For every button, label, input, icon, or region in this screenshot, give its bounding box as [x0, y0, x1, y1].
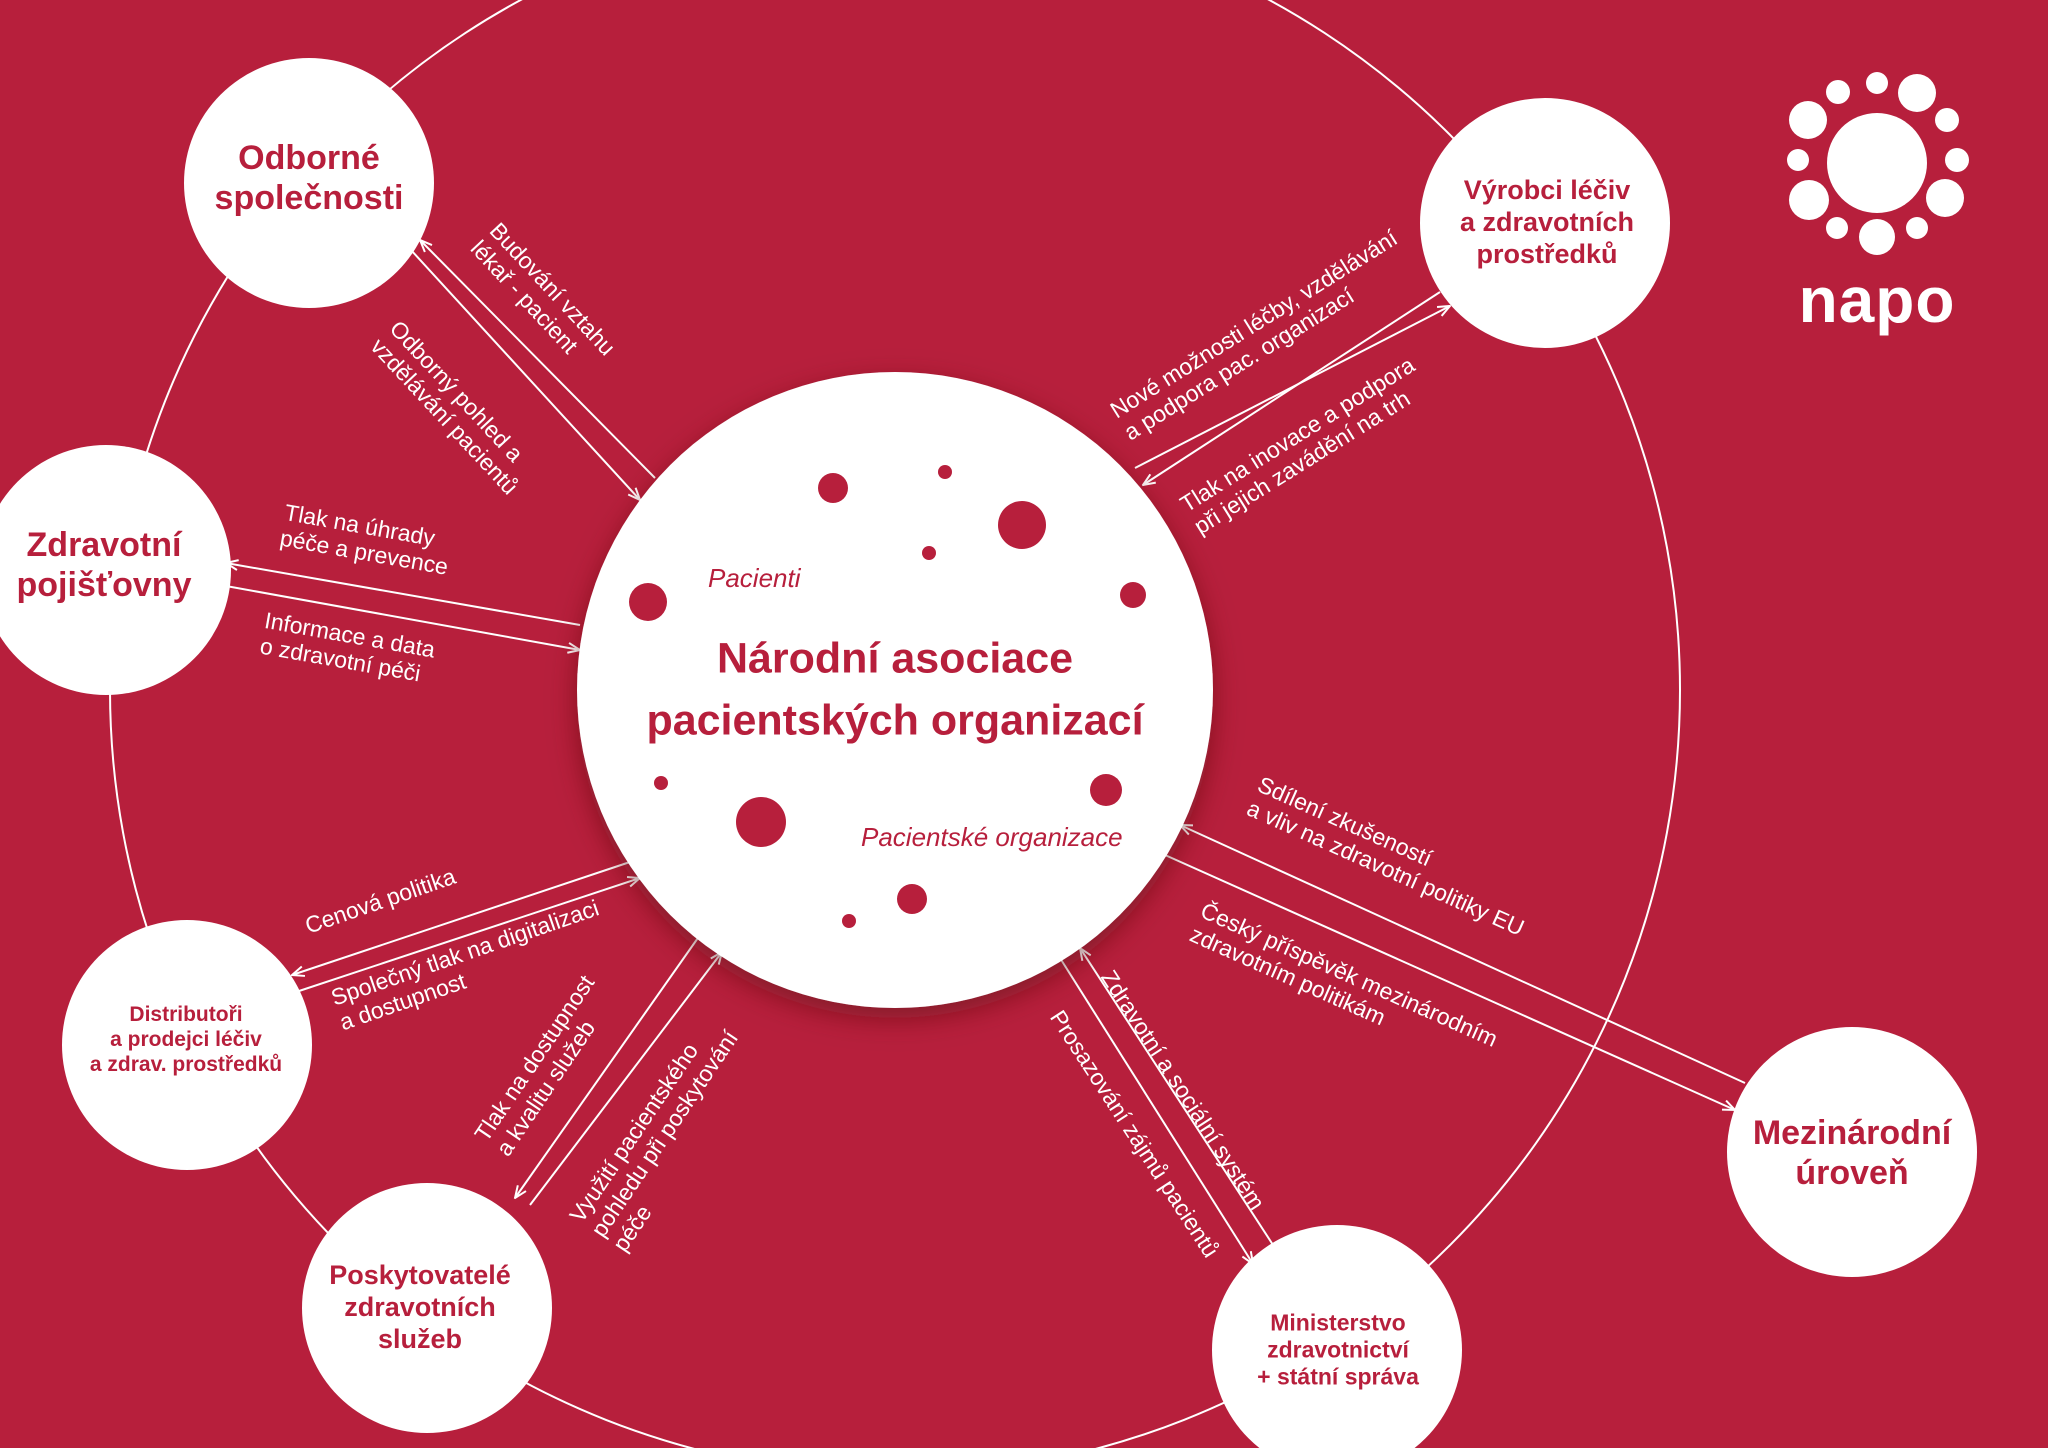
node-mezinarodni-label: Mezinárodní úroveň: [1752, 1113, 1952, 1192]
node-vyrobci-label: Výrobci léčiv a zdravotních prostředků: [1459, 175, 1635, 269]
node-ministerstvo-circle: [1212, 1225, 1462, 1448]
center-circle: [577, 372, 1213, 1008]
node-ministerstvo-label: Ministerstvo zdravotnictví + státní sprá…: [1257, 1309, 1419, 1390]
node-poskytovatele-circle: [302, 1183, 552, 1433]
node-pojistovny-label: Zdravotní pojišťovny: [16, 525, 192, 604]
arrow-center-to-pojistovny: [226, 563, 581, 626]
arrow-poskytovatele-to-center: [529, 952, 722, 1206]
node-mezinarodni-circle: [1727, 1027, 1977, 1277]
node-pojistovny-circle: [0, 445, 231, 695]
node-odborne-circle: [184, 58, 434, 308]
arrow-pojistovny-to-center: [225, 585, 580, 650]
brand-logo-text: napo: [1798, 264, 1956, 336]
arrow-center-to-poskytovatele: [515, 934, 701, 1198]
arrow-odborne-to-center: [399, 237, 640, 500]
node-distributori-label: Distributoři a prodejci léčiv a zdrav. p…: [89, 1002, 283, 1076]
arrow-center-to-vyrobci: [1134, 306, 1450, 469]
arrow-center-to-distributori: [292, 861, 631, 975]
node-circles: [0, 58, 1977, 1448]
arrow-mezinarodni-to-center: [1180, 825, 1746, 1084]
node-odborne-label: Odborné společnosti: [214, 138, 404, 217]
arrow-center-to-odborne: [420, 240, 656, 479]
center-tag-organizations: Pacientské organizace: [861, 822, 1123, 852]
arrow-center-to-ministerstvo: [1059, 957, 1253, 1264]
node-vyrobci-circle: [1420, 98, 1670, 348]
center-tag-patients: Pacienti: [708, 563, 801, 593]
node-distributori-circle: [62, 920, 312, 1170]
arrows: [225, 237, 1746, 1264]
arrow-center-to-mezinarodni: [1164, 854, 1735, 1110]
node-poskytovatele-label: Poskytovatelé zdravotních služeb: [329, 1260, 511, 1354]
center-title: Národní asociace pacientských organizací: [646, 634, 1144, 745]
center-decor-dots: [629, 465, 1146, 928]
arrow-distributori-to-center: [295, 878, 640, 993]
arrow-ministerstvo-to-center: [1080, 948, 1276, 1249]
sun-dots-icon: [1787, 72, 1969, 255]
